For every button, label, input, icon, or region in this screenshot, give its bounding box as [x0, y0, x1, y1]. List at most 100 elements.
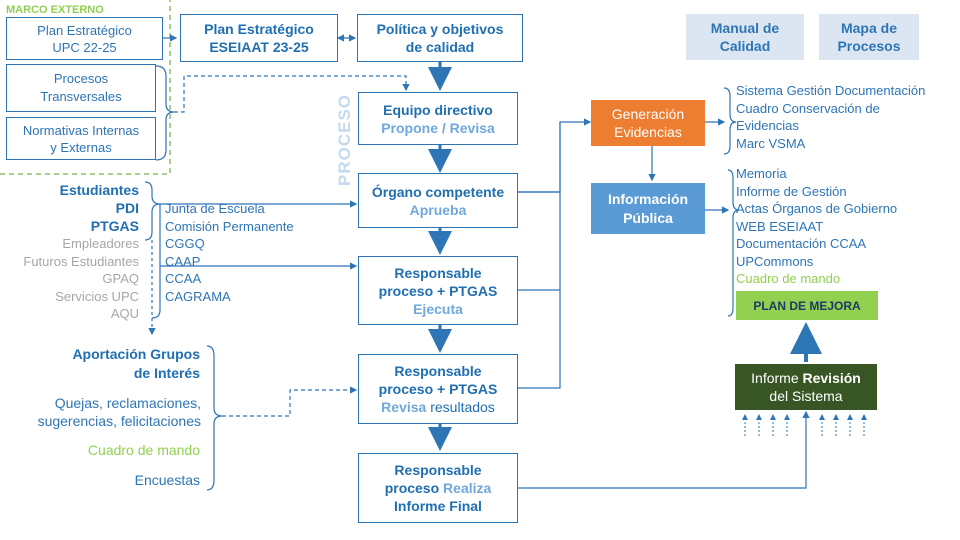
politica-box: Política y objetivos de calidad — [357, 14, 523, 62]
procesos-line2: Transversales — [40, 89, 122, 104]
manual-line2: Calidad — [719, 38, 771, 54]
mapa-procesos-box[interactable]: Mapa de Procesos — [819, 14, 919, 60]
brace-aportacion — [206, 345, 223, 491]
ejecuta-action: Ejecuta — [413, 300, 463, 317]
quejas-line2: sugerencias, felicitaciones — [37, 413, 201, 429]
stakeholder-futuros: Futuros Estudiantes — [23, 253, 139, 269]
aportacion-line2: de Interés — [133, 365, 200, 381]
revisa-title1: Responsable — [394, 363, 482, 379]
procesos-box: Procesos Transversales — [6, 64, 156, 112]
stakeholder-servicios: Servicios UPC — [55, 288, 139, 304]
stakeholders-secondary: Empleadores Futuros Estudiantes GPAQ Ser… — [0, 235, 139, 323]
organ-junta: Junta de Escuela — [165, 201, 265, 216]
organ-cagrama: CAGRAMA — [165, 288, 231, 304]
plan-eseiaat-line1: Plan Estratégico — [204, 21, 314, 37]
revisa-action-rest: resultados — [426, 399, 495, 415]
publica-item-5: Documentación CCAA — [736, 236, 867, 251]
final-title2: proceso Realiza — [385, 479, 492, 497]
aportacion-encuestas: Encuestas — [134, 472, 200, 488]
plan-eseiaat-line2: ESEIAAT 23-25 — [209, 39, 309, 55]
equipo-title: Equipo directivo — [383, 101, 493, 118]
ejecuta-box: Responsable proceso + PTGAS Ejecuta — [358, 256, 518, 325]
final-title1: Responsable — [394, 462, 482, 478]
final-title2b: Realiza — [443, 480, 492, 496]
organo-competente-box: Órgano competente Aprueba — [358, 173, 518, 228]
final-title2a: proceso — [384, 480, 444, 496]
organo-title: Órgano competente — [371, 183, 505, 200]
politica-line1: Política y objetivos — [376, 21, 504, 37]
organo-action: Aprueba — [409, 201, 467, 218]
generacion-evidencias-box: Generación Evidencias — [591, 100, 705, 146]
mapa-line1: Mapa de — [840, 20, 897, 36]
equipo-action: Propone / Revisa — [381, 119, 495, 136]
organs-list: Junta de Escuela Comisión Permanente CGG… — [165, 200, 294, 305]
plan-upc-line2: UPC 22-25 — [52, 39, 117, 55]
link-flow-to-generacion — [518, 118, 592, 193]
manual-line1: Manual de — [710, 20, 780, 36]
plan-upc-line1: Plan Estratégico — [37, 22, 132, 38]
organ-comision: Comisión Permanente — [165, 218, 294, 234]
ejecuta-title2: proceso + PTGAS — [378, 282, 498, 299]
revision-bold: Revisión — [802, 370, 861, 386]
stakeholder-aqu: AQU — [110, 306, 139, 321]
informacion-publica-box: Información Pública — [591, 183, 705, 234]
mapa-line2: Procesos — [837, 38, 901, 54]
stakeholder-ptgas: PTGAS — [90, 218, 139, 234]
proceso-label: PROCESO — [335, 93, 354, 187]
final-title3: Informe Final — [394, 498, 482, 514]
evidencias-item-2: Cuadro Conservación de — [736, 100, 880, 116]
manual-calidad-box[interactable]: Manual de Calidad — [686, 14, 804, 60]
normativas-line2: y Externas — [50, 139, 112, 155]
revision-inputs — [742, 414, 867, 436]
publica-item-4: WEB ESEIAAT — [736, 218, 824, 234]
revision-line2: del Sistema — [769, 388, 843, 404]
informacion-line2: Pública — [623, 209, 673, 226]
informe-revision-box: Informe Revisión del Sistema — [735, 364, 877, 410]
revision-line1: Informe Revisión — [751, 369, 861, 387]
equipo-directivo-box: Equipo directivo Propone / Revisa — [358, 92, 518, 145]
organ-cggq: CGGQ — [165, 236, 205, 251]
plan-mejora-box: PLAN DE MEJORA — [736, 291, 878, 320]
arrow-final-to-revision — [518, 410, 810, 489]
quejas-line1: Quejas, reclamaciones, — [54, 395, 201, 411]
normativas-line1: Normativas Internas — [22, 122, 140, 138]
informe-final-box: Responsable proceso Realiza Informe Fina… — [358, 453, 518, 523]
stakeholder-empleadores: Empleadores — [62, 236, 139, 251]
revisa-box: Responsable proceso + PTGAS Revisa resul… — [358, 354, 518, 424]
brace-stakeholders — [144, 181, 161, 241]
external-title: MARCO EXTERNO — [6, 4, 104, 16]
external-frame — [0, 0, 171, 175]
evidencias-list: Sistema Gestión Documentación Cuadro Con… — [736, 82, 925, 152]
aportacion-line1: Aportación Grupos — [72, 346, 200, 362]
publica-item-1: Memoria — [736, 166, 787, 181]
brace-organs — [151, 204, 161, 319]
generacion-line2: Evidencias — [614, 124, 682, 140]
revision-pre: Informe — [751, 370, 803, 386]
revisa-title2: proceso + PTGAS — [378, 381, 498, 397]
stakeholder-estudiantes: Estudiantes — [59, 182, 139, 198]
organ-caap: CAAP — [165, 253, 201, 269]
ejecuta-title1: Responsable — [394, 264, 482, 281]
organ-ccaa: CCAA — [165, 271, 202, 286]
aportacion-quejas: Quejas, reclamaciones, sugerencias, feli… — [0, 394, 201, 430]
publica-item-2: Informe de Gestión — [736, 183, 847, 199]
evidencias-item-4: Marc VSMA — [736, 135, 806, 151]
arrow-aportacion-to-revisa — [222, 386, 358, 417]
aportacion-title: Aportación Grupos de Interés — [0, 345, 200, 383]
normativas-box: Normativas Internas y Externas — [6, 117, 156, 160]
link-revisa-right — [518, 122, 561, 389]
stakeholder-pdi: PDI — [115, 200, 139, 216]
revisa-action-verb: Revisa — [381, 399, 427, 415]
brace-publica — [727, 169, 740, 317]
revisa-action: Revisa resultados — [381, 398, 495, 416]
stakeholder-gpaq: GPAQ — [102, 271, 139, 286]
plan-eseiaat-box: Plan Estratégico ESEIAAT 23-25 — [180, 14, 338, 62]
informacion-line1: Información — [607, 190, 689, 207]
publica-list: Memoria Informe de Gestión Actas Órganos… — [736, 165, 897, 288]
brace-evidencias — [723, 87, 737, 155]
evidencias-item-1: Sistema Gestión Documentación — [736, 83, 926, 98]
publica-item-6: UPCommons — [736, 253, 814, 269]
procesos-line1: Procesos — [53, 71, 109, 86]
publica-item-cuadro: Cuadro de mando — [736, 271, 841, 286]
